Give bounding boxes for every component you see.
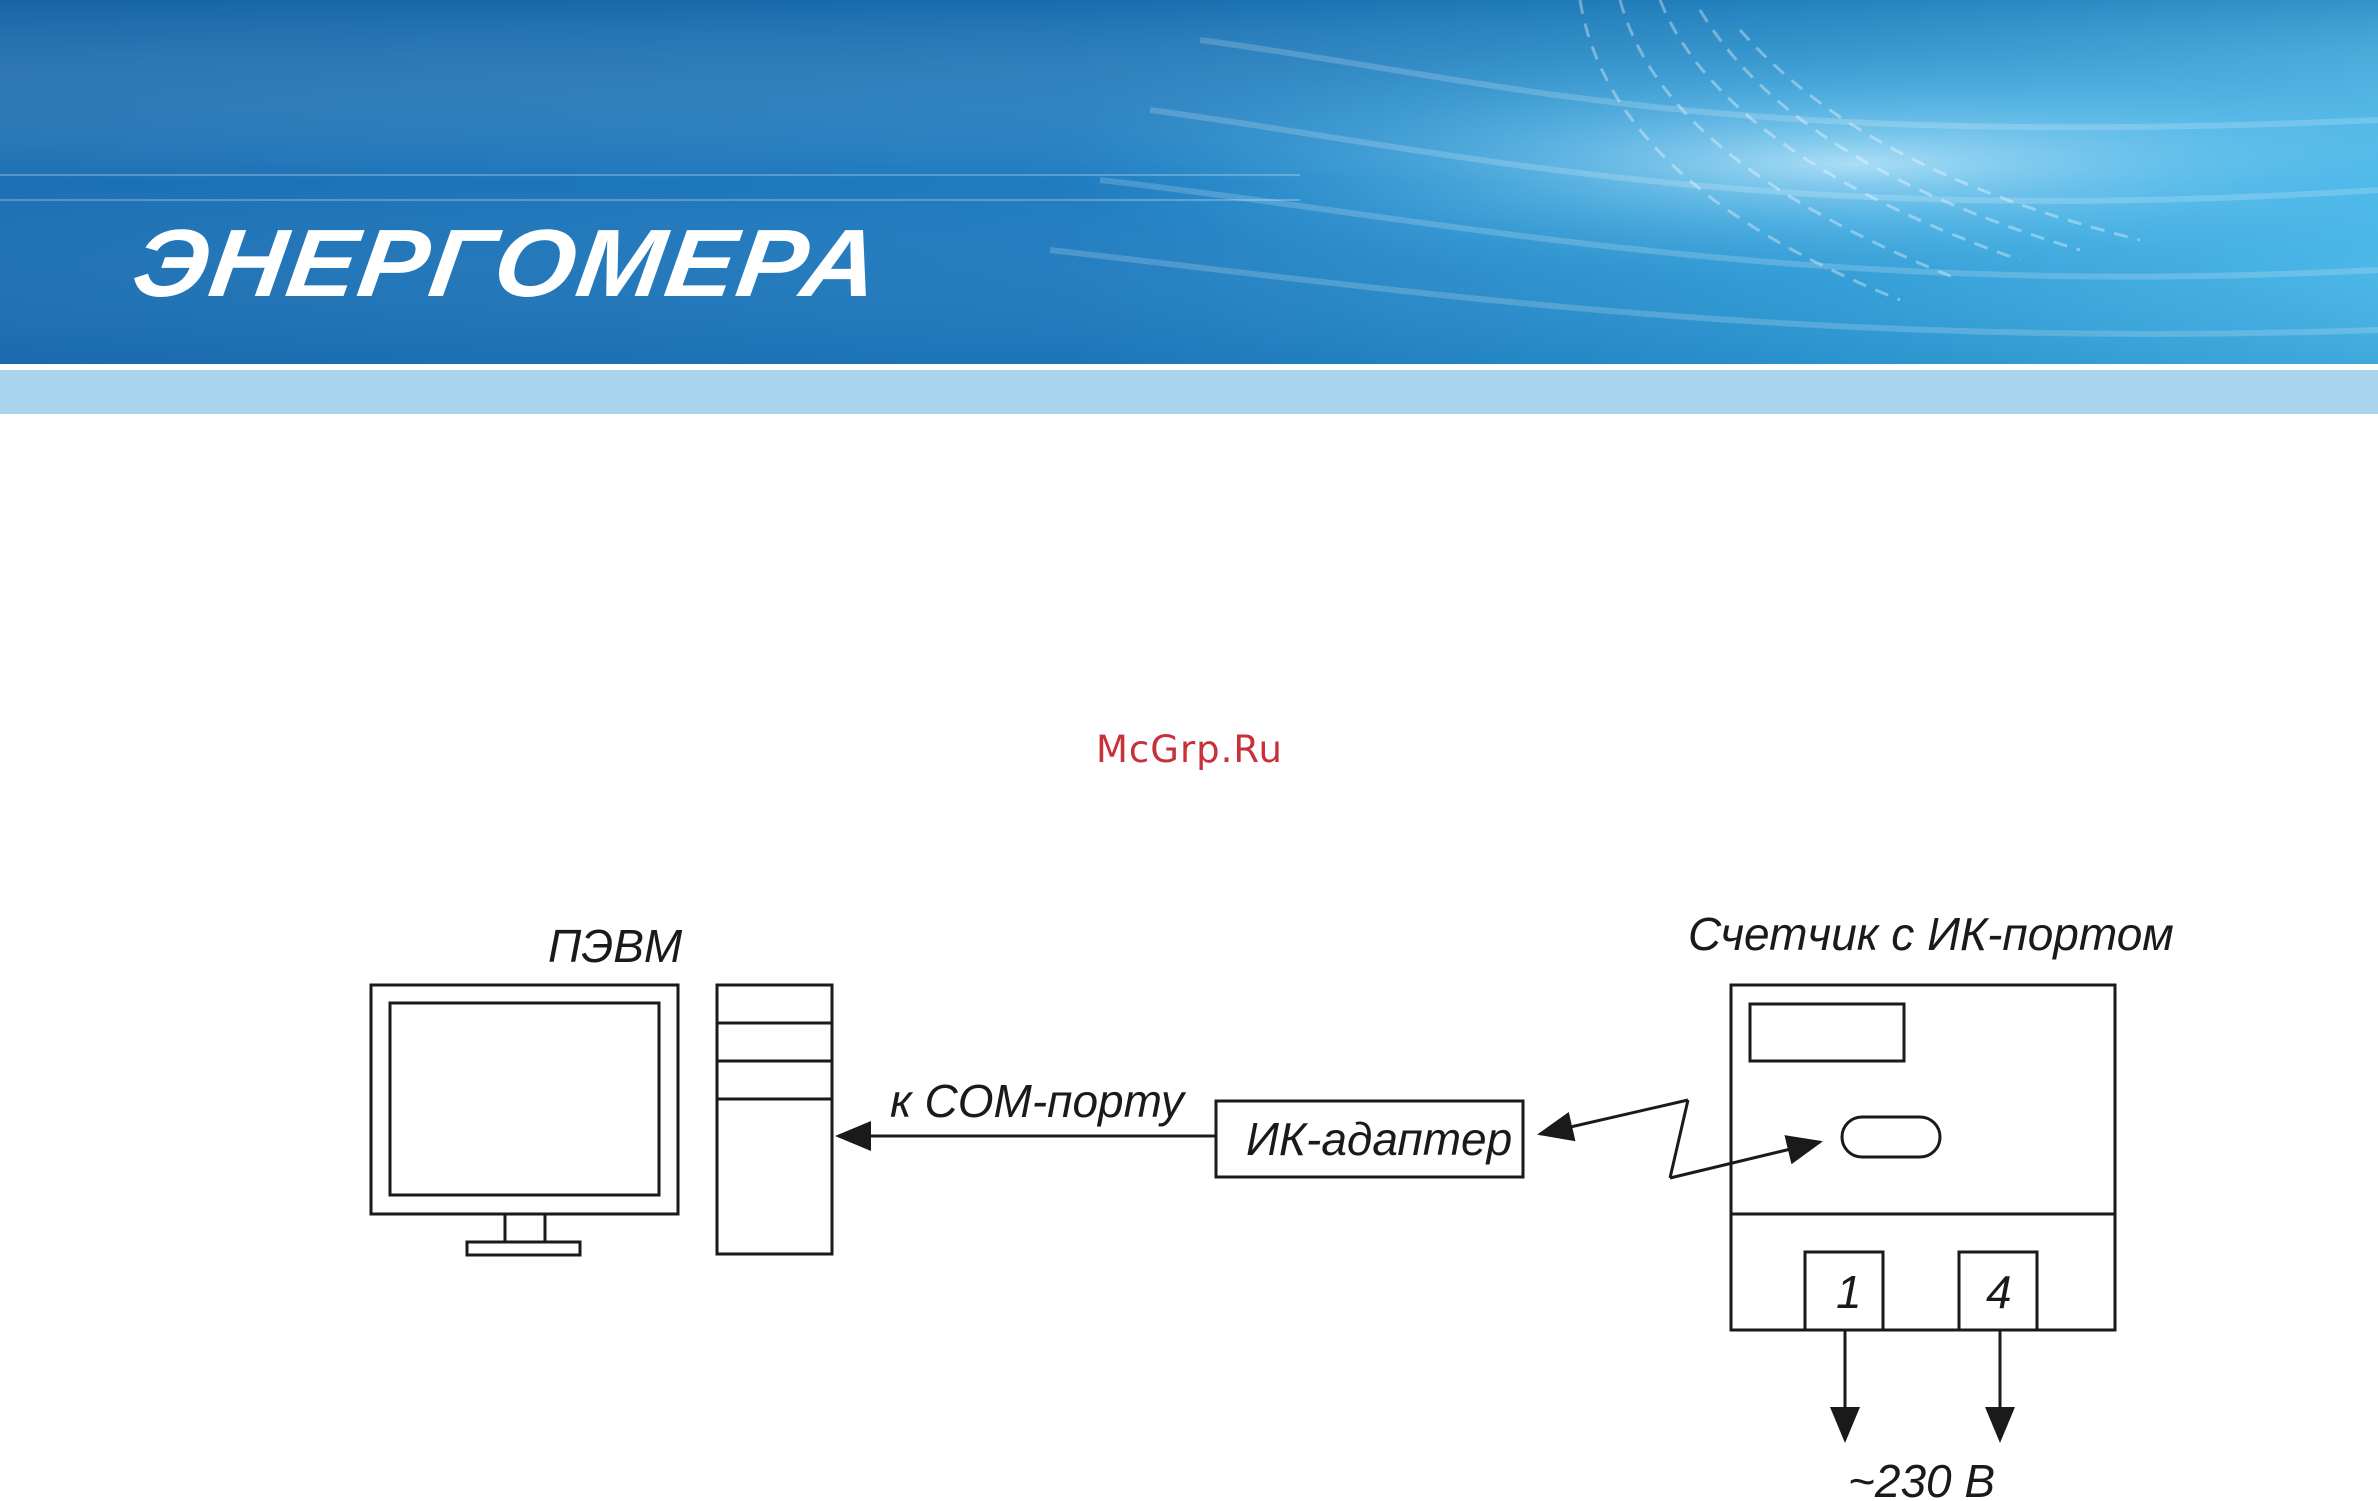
meter-label: Счетчик с ИК-портом	[1688, 908, 2174, 960]
meter-ir-port	[1840, 1115, 1942, 1159]
com-port-label: к COM-порту	[890, 1075, 1187, 1127]
terminal-4-label: 4	[1986, 1266, 2012, 1318]
meter-display	[1748, 1002, 1906, 1063]
terminal-1-label: 1	[1836, 1266, 1862, 1318]
header-banner: ЭНЕРГОМЕРА	[0, 0, 2378, 414]
ir-link	[1537, 1098, 1823, 1180]
terminal-4-box	[1957, 1250, 2039, 1332]
watermark-text: McGrp.Ru	[1096, 728, 1283, 771]
ir-adapter-label: ИК-адаптер	[1246, 1113, 1512, 1165]
header-background	[0, 0, 2378, 414]
voltage-label: ~230 В	[1848, 1455, 1995, 1501]
pc-monitor	[369, 983, 680, 1257]
meter-body	[1729, 983, 2117, 1332]
pc-tower	[715, 983, 834, 1256]
pc-label: ПЭВМ	[548, 920, 683, 972]
ir-adapter-box	[1214, 1099, 1525, 1179]
